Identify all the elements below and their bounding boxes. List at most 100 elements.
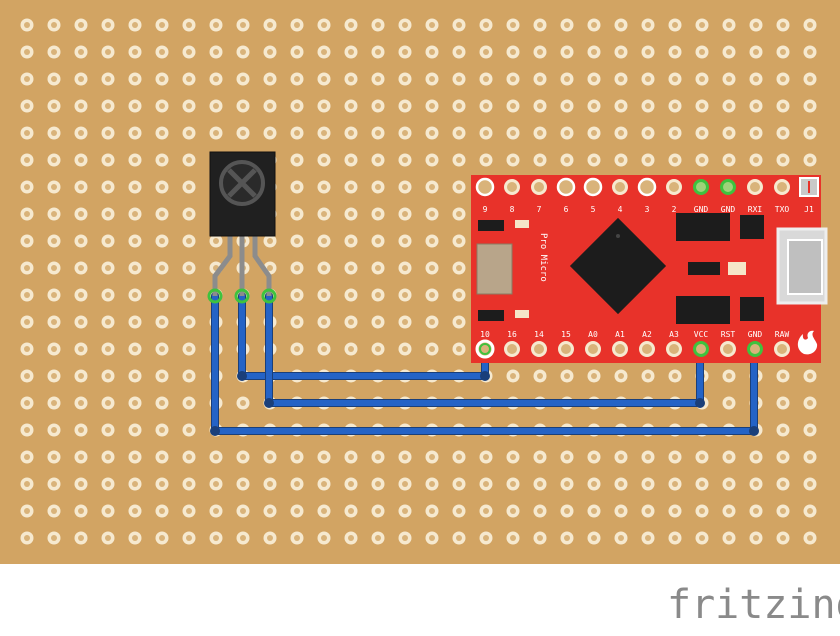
stripboard-hole bbox=[236, 450, 250, 464]
stripboard-hole bbox=[722, 477, 736, 491]
pin-j1[interactable]: J1 bbox=[799, 177, 819, 214]
pin-6[interactable]: 6 bbox=[556, 177, 576, 214]
pin-7[interactable]: 7 bbox=[531, 179, 547, 215]
pin-gnd[interactable]: GND bbox=[720, 179, 736, 215]
pin-3[interactable]: 3 bbox=[637, 177, 657, 214]
stripboard-hole bbox=[695, 531, 709, 545]
pin-a3[interactable]: A3 bbox=[666, 330, 682, 357]
pin-txo[interactable]: TXO bbox=[774, 179, 790, 215]
pin-a1[interactable]: A1 bbox=[612, 330, 628, 357]
stripboard-hole bbox=[452, 261, 466, 275]
pin-8[interactable]: 8 bbox=[504, 179, 520, 215]
stripboard-hole bbox=[371, 234, 385, 248]
stripboard-hole bbox=[533, 450, 547, 464]
stripboard-hole bbox=[263, 126, 277, 140]
pin-label: 10 bbox=[480, 330, 490, 339]
pin-gnd[interactable]: GND bbox=[747, 330, 763, 357]
stripboard-hole bbox=[425, 72, 439, 86]
pin-15[interactable]: 15 bbox=[558, 330, 574, 357]
pin-vcc[interactable]: VCC bbox=[693, 330, 709, 357]
stripboard-hole bbox=[749, 126, 763, 140]
stripboard-hole bbox=[128, 207, 142, 221]
pin-rxi[interactable]: RXI bbox=[747, 179, 763, 215]
stripboard-hole bbox=[209, 72, 223, 86]
stripboard-hole bbox=[290, 288, 304, 302]
stripboard-hole bbox=[614, 504, 628, 518]
wire-gnd[interactable] bbox=[210, 292, 759, 436]
stripboard-hole bbox=[317, 342, 331, 356]
stripboard-hole bbox=[101, 45, 115, 59]
stripboard-hole bbox=[128, 45, 142, 59]
stripboard-hole bbox=[128, 315, 142, 329]
stripboard-hole bbox=[614, 477, 628, 491]
stripboard-hole bbox=[371, 126, 385, 140]
sensor-leg-left bbox=[212, 236, 233, 296]
stripboard-hole bbox=[128, 153, 142, 167]
stripboard-hole bbox=[695, 99, 709, 113]
stripboard-hole bbox=[452, 288, 466, 302]
stripboard-hole bbox=[263, 18, 277, 32]
stripboard-hole bbox=[560, 477, 574, 491]
stripboard-hole bbox=[668, 99, 682, 113]
stripboard-hole bbox=[776, 450, 790, 464]
stripboard-hole bbox=[533, 18, 547, 32]
pin-label: 16 bbox=[507, 330, 517, 339]
stripboard-hole bbox=[344, 450, 358, 464]
stripboard-hole bbox=[452, 99, 466, 113]
stripboard-hole bbox=[560, 72, 574, 86]
stripboard-hole bbox=[47, 207, 61, 221]
stripboard-hole bbox=[317, 153, 331, 167]
ir-receiver[interactable] bbox=[207, 151, 277, 304]
stripboard-hole bbox=[155, 207, 169, 221]
stripboard-hole bbox=[209, 126, 223, 140]
board-name: Pro Micro bbox=[538, 233, 548, 282]
stripboard-hole bbox=[209, 450, 223, 464]
stripboard-hole bbox=[614, 369, 628, 383]
stripboard-hole bbox=[155, 288, 169, 302]
stripboard-hole bbox=[263, 45, 277, 59]
smd-led bbox=[515, 220, 529, 228]
pin-10[interactable]: 10 bbox=[475, 330, 495, 359]
pin-9[interactable]: 9 bbox=[475, 177, 495, 214]
stripboard-hole bbox=[74, 450, 88, 464]
stripboard-hole bbox=[236, 18, 250, 32]
wire-vcc[interactable] bbox=[264, 292, 705, 408]
pin-gnd[interactable]: GND bbox=[693, 179, 709, 215]
pin-4[interactable]: 4 bbox=[612, 179, 628, 215]
pin-2[interactable]: 2 bbox=[666, 179, 682, 215]
stripboard-hole bbox=[641, 477, 655, 491]
pin-14[interactable]: 14 bbox=[531, 330, 547, 357]
stripboard-hole bbox=[74, 99, 88, 113]
stripboard-hole bbox=[20, 342, 34, 356]
stripboard-hole bbox=[263, 99, 277, 113]
stripboard-hole bbox=[155, 396, 169, 410]
stripboard-hole bbox=[398, 72, 412, 86]
stripboard-hole bbox=[290, 72, 304, 86]
stripboard-hole bbox=[776, 504, 790, 518]
stripboard-hole bbox=[452, 504, 466, 518]
pin-a2[interactable]: A2 bbox=[639, 330, 655, 357]
stripboard-hole bbox=[74, 423, 88, 437]
stripboard-hole bbox=[20, 396, 34, 410]
stripboard-hole bbox=[803, 99, 817, 113]
stripboard-hole bbox=[776, 369, 790, 383]
stripboard-hole bbox=[398, 207, 412, 221]
stripboard-hole bbox=[398, 450, 412, 464]
pin-5[interactable]: 5 bbox=[583, 177, 603, 214]
stripboard-hole bbox=[290, 153, 304, 167]
stripboard-hole bbox=[695, 153, 709, 167]
stripboard-hole bbox=[749, 477, 763, 491]
stripboard-hole bbox=[182, 72, 196, 86]
pin-a0[interactable]: A0 bbox=[585, 330, 601, 357]
stripboard-hole bbox=[20, 261, 34, 275]
stripboard-hole bbox=[47, 450, 61, 464]
stripboard-hole bbox=[101, 234, 115, 248]
smd-cap bbox=[478, 220, 504, 231]
pin-raw[interactable]: RAW bbox=[774, 330, 790, 357]
pin-rst[interactable]: RST bbox=[720, 330, 736, 357]
stripboard-hole bbox=[803, 369, 817, 383]
stripboard-hole bbox=[74, 153, 88, 167]
pin-16[interactable]: 16 bbox=[504, 330, 520, 357]
stripboard-hole bbox=[182, 99, 196, 113]
